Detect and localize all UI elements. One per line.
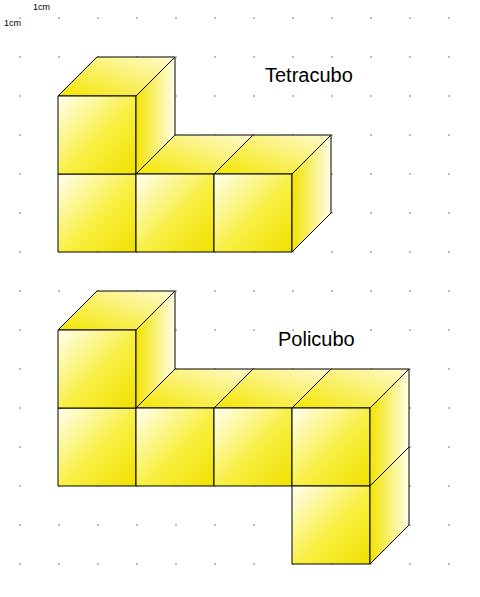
tetracube [58,57,331,252]
scale-label: 1cm [4,19,21,28]
figure-title: Policubo [278,329,355,349]
polycube [58,291,409,564]
figure-title: Tetracubo [265,65,353,85]
scale-label: 1cm [33,3,50,12]
